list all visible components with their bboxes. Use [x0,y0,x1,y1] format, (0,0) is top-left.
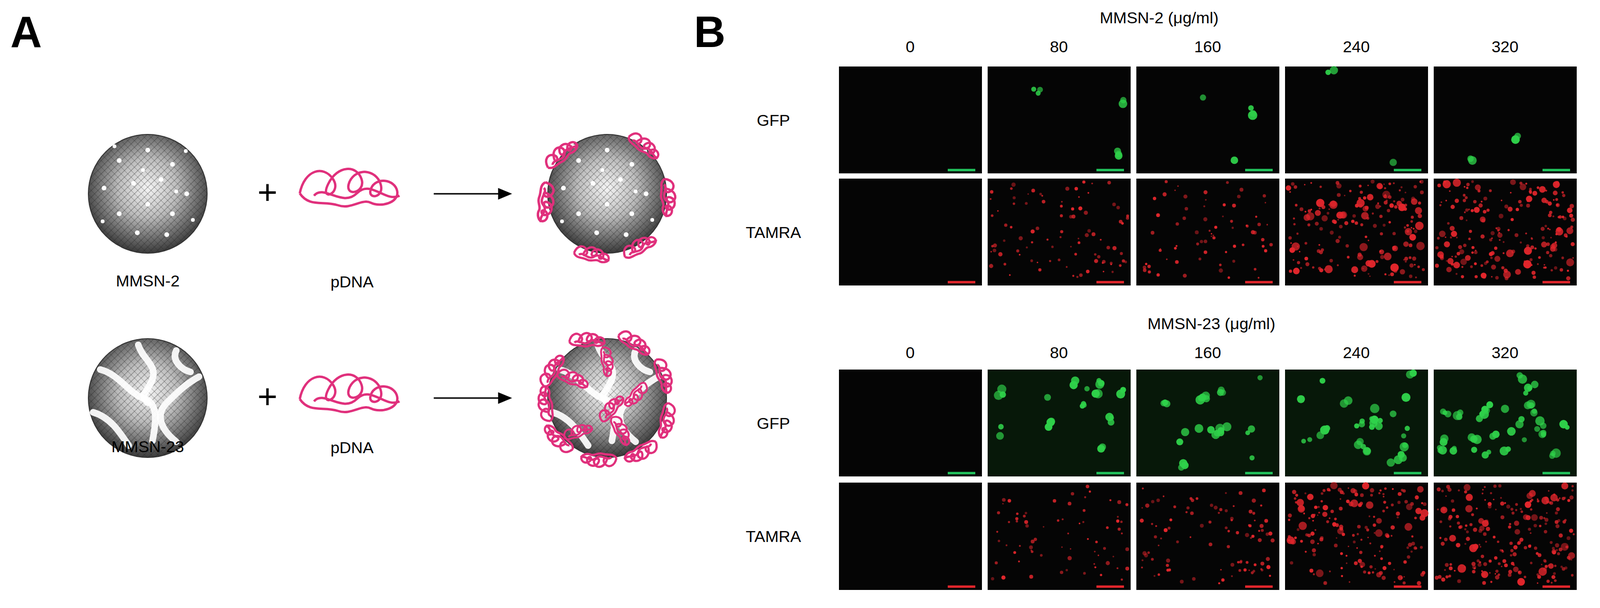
group-title: MMSN-23 (μg/ml) [1147,314,1276,333]
column-label: 320 [1491,38,1519,56]
scale-bar [947,472,976,475]
column-label: 160 [1194,343,1222,362]
particle-label: MMSN-23 [111,438,184,456]
row-label: GFP [756,414,791,433]
scale-bar [1245,585,1273,589]
micrograph-panel [1285,178,1429,286]
micrograph-panel [838,482,982,591]
scale-bar [1245,472,1273,475]
micrograph-panel [1136,178,1280,286]
scale-bar [1245,169,1273,172]
row-label: TAMRA [745,527,801,546]
scale-bar [1096,281,1124,284]
column-label: 240 [1342,38,1371,56]
scale-bar [1096,472,1124,475]
micrograph-panel [1136,482,1280,591]
micrograph-panel [1136,66,1280,174]
micrograph-panel [1285,369,1429,477]
scale-bar [1096,585,1124,589]
plus-sign: + [257,377,278,416]
micrograph-panel [1285,66,1429,174]
group-title: MMSN-2 (μg/ml) [1099,9,1219,27]
micrograph-panel [987,178,1131,286]
column-label: 0 [905,38,915,56]
micrograph-panel [1433,178,1577,286]
column-label: 80 [1049,38,1068,56]
scale-bar [1542,169,1571,172]
micrograph-panel [1136,369,1280,477]
row-label: GFP [756,111,791,130]
scale-bar [1096,169,1124,172]
micrograph-panel [1433,66,1577,174]
micrograph-panel [1433,482,1577,591]
plus-sign: + [257,173,278,211]
micrograph-panel [987,66,1131,174]
column-label: 240 [1342,343,1371,362]
micrograph-panel [838,66,982,174]
row-label: TAMRA [745,223,801,242]
scale-bar [947,585,976,589]
column-label: 320 [1491,343,1519,362]
scale-bar [1393,281,1422,284]
column-label: 0 [905,343,915,362]
scale-bar [1542,281,1571,284]
micrograph-panel [1433,369,1577,477]
scale-bar [1393,472,1422,475]
particle-label: MMSN-2 [115,272,180,290]
micrograph-panel [987,369,1131,477]
micrograph-panel [987,482,1131,591]
micrograph-panel [838,369,982,477]
scale-bar [1393,585,1422,589]
micrograph-panel [1285,481,1429,591]
column-label: 160 [1194,38,1222,56]
column-label: 80 [1049,343,1068,362]
scale-bar [947,169,976,172]
panel-letter: A [10,8,42,57]
scale-bar [1542,585,1571,589]
scale-bar [1393,169,1422,172]
dna-label: pDNA [330,273,374,291]
scale-bar [947,281,976,284]
micrograph-panel [838,178,982,286]
dna-label: pDNA [330,438,374,457]
panel-letter: B [694,8,726,57]
scale-bar [1245,281,1273,284]
scale-bar [1542,472,1571,475]
